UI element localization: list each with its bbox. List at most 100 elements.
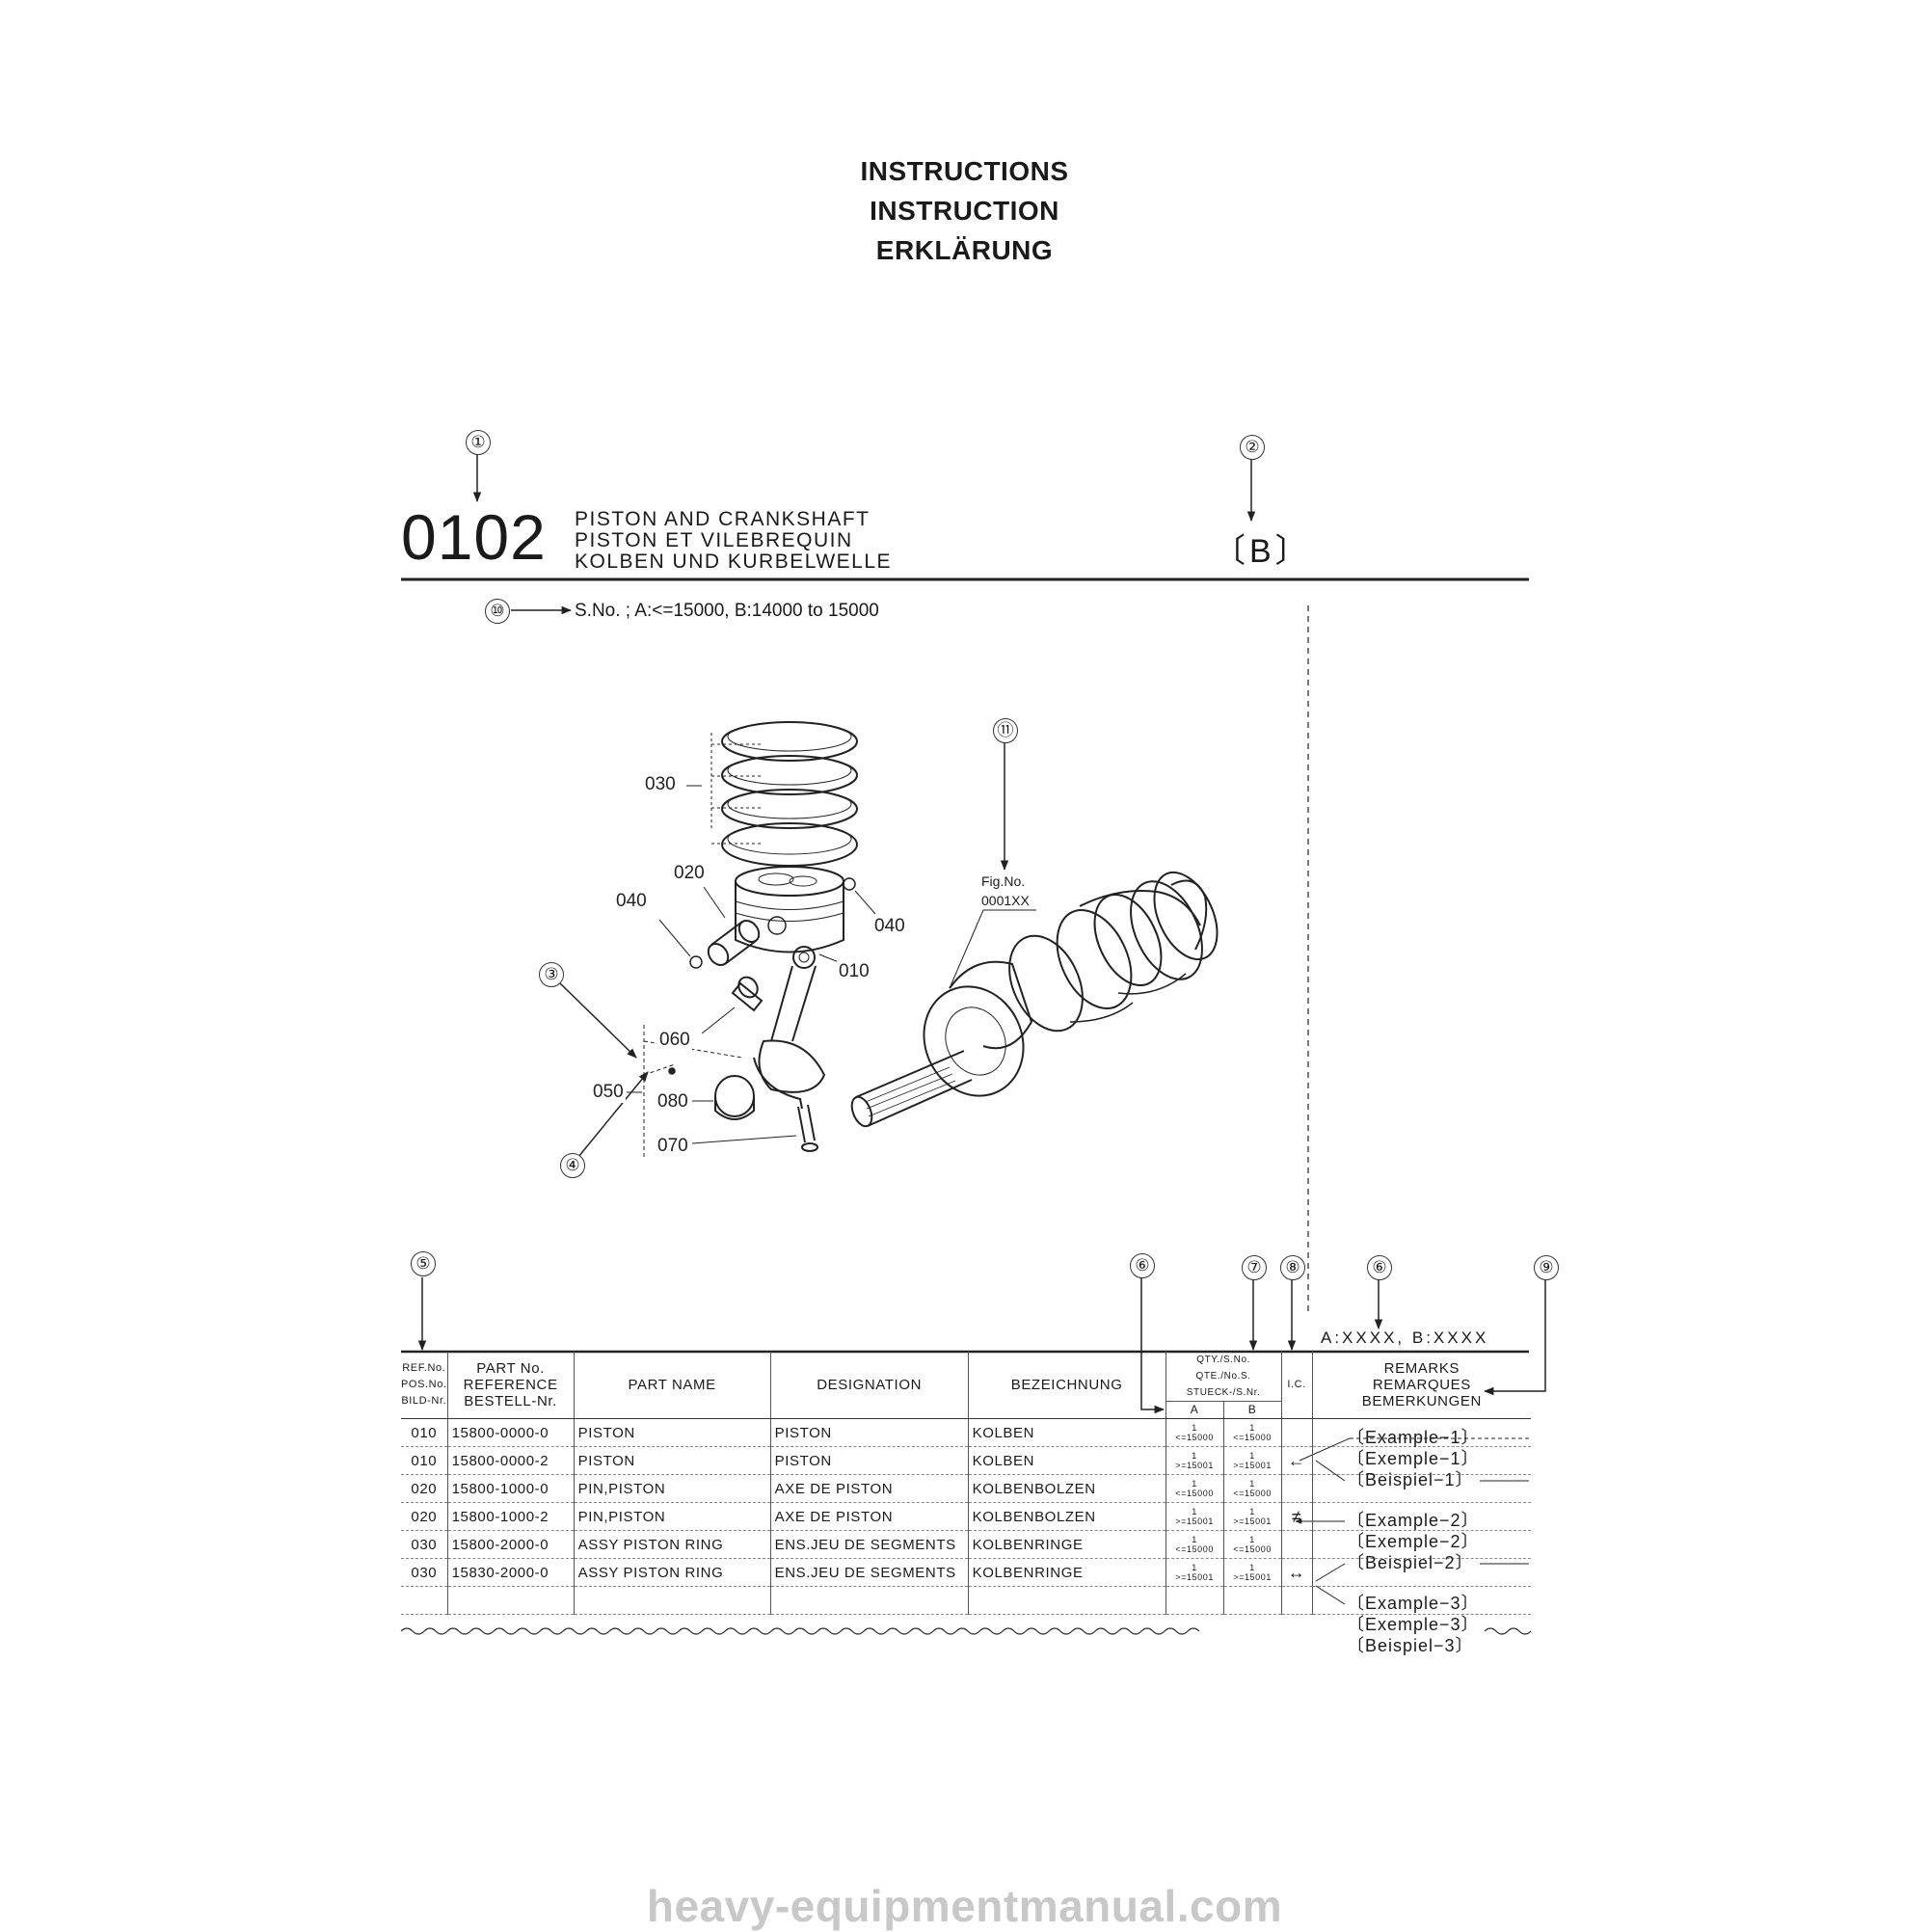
cell-qty-b: 1>=15001 [1223,1446,1282,1475]
cell-qty-a: 1<=15000 [1165,1418,1224,1447]
section-name-english: PISTON AND CRANKSHAFT [575,508,871,530]
cell-ref: 010 [401,1446,448,1475]
cell-part-no [447,1586,575,1615]
cell-qty-a: 1<=15000 [1165,1530,1224,1559]
remark-example-1-en: 〔Example−1〕 [1347,1428,1480,1447]
fig-ref-value: 0001XX [981,893,1030,908]
cell-ref: 030 [401,1558,448,1587]
crankshaft-drawing [850,871,1219,1128]
page-title-french: INSTRUCTION [870,196,1059,226]
callout-10: ⑩ [485,599,510,624]
cell-qty-b: 1>=15001 [1223,1558,1282,1587]
cell-bezeichnung: KOLBENBOLZEN [968,1474,1166,1503]
cell-designation: ENS.JEU DE SEGMENTS [770,1530,969,1559]
piston-rings-drawing [721,721,858,867]
header-ic: I.C. [1281,1352,1313,1419]
wavy-cut-line [400,1627,1200,1635]
cell-designation: AXE DE PISTON [770,1474,969,1503]
callout-3-arrow [559,982,637,1059]
section-variant: 〔B〕 [1213,533,1312,570]
cell-ic [1281,1474,1313,1503]
remark-example-1-fr: 〔Exemple−1〕 [1347,1449,1480,1468]
section-names: PISTON AND CRANKSHAFT PISTON ET VILEBREQ… [575,509,892,573]
cell-ic: ↔ [1281,1558,1313,1587]
cell-ic [1281,1530,1313,1559]
cell-qty-a: 1>=15001 [1165,1446,1224,1475]
header-designation: DESIGNATION [770,1352,969,1419]
cell-qty-a [1165,1586,1224,1615]
remark-example-3-en: 〔Example−3〕 [1347,1594,1480,1613]
remark-example-2-de: 〔Beispiel−2〕 [1347,1553,1474,1572]
header-qty-a: A [1165,1401,1224,1419]
legend-ab: A:XXXX, B:XXXX [1321,1328,1489,1347]
cell-qty-b: 1<=15000 [1223,1418,1282,1447]
cell-part-name: PIN,PISTON [574,1502,771,1531]
section-name-french: PISTON ET VILEBREQUIN [575,529,853,551]
cell-remarks [1312,1558,1532,1587]
cell-designation: AXE DE PISTON [770,1502,969,1531]
cell-qty-a: 1>=15001 [1165,1558,1224,1587]
cell-qty-a: 1<=15000 [1165,1474,1224,1503]
callout-6-left: ⑥ [1130,1253,1155,1278]
part-label-050: 050 [591,1082,626,1103]
callout-4: ④ [560,1153,585,1178]
part-label-040-left: 040 [614,891,649,912]
cell-bezeichnung: KOLBENRINGE [968,1530,1166,1559]
callout-2: ② [1240,435,1265,460]
callout-4-arrow [577,1071,649,1158]
cell-part-no: 15800-2000-0 [447,1530,575,1559]
cell-ref: 020 [401,1502,448,1531]
page-title-english: INSTRUCTIONS [860,156,1069,186]
cell-designation: PISTON [770,1446,969,1475]
serial-note: S.No. ; A:<=15000, B:14000 to 15000 [575,601,879,621]
cell-remarks [1312,1502,1532,1531]
cell-bezeichnung: KOLBEN [968,1446,1166,1475]
piston-drawing [735,866,844,953]
part-label-080: 080 [656,1091,690,1113]
cell-ref: 030 [401,1530,448,1559]
remark-example-2-fr: 〔Exemple−2〕 [1347,1532,1480,1551]
part-label-040-right: 040 [872,916,907,937]
cell-remarks [1312,1446,1532,1475]
watermark: heavy-equipmentmanual.com [646,1881,1283,1931]
remark-example-3-de: 〔Beispiel−3〕 [1347,1636,1474,1655]
cell-ic [1281,1418,1313,1447]
cell-ref: 020 [401,1474,448,1503]
section-code: 0102 [401,501,547,573]
callout-9: ⑨ [1534,1255,1559,1280]
header-ref: REF.No.POS.No.BILD-Nr. [401,1352,448,1419]
cell-remarks [1312,1586,1532,1615]
cell-designation [770,1586,969,1615]
callout-8: ⑧ [1280,1255,1305,1280]
cell-part-no: 15800-1000-0 [447,1474,575,1503]
cell-part-name [574,1586,771,1615]
cell-ic: ≠ [1281,1502,1313,1531]
part-label-020: 020 [672,863,707,884]
part-label-070: 070 [656,1136,690,1157]
cell-part-name: ASSY PISTON RING [574,1558,771,1587]
cell-qty-b: 1>=15001 [1223,1502,1282,1531]
cell-bezeichnung: KOLBENRINGE [968,1558,1166,1587]
parts-table: REF.No.POS.No.BILD-Nr. PART No.REFERENCE… [401,1352,1532,1615]
remark-example-3-fr: 〔Exemple−3〕 [1347,1615,1480,1634]
cell-ref [401,1586,448,1615]
remark-example-1-de: 〔Beispiel−1〕 [1347,1470,1474,1489]
section-name-german: KOLBEN UND KURBELWELLE [575,550,893,573]
cell-part-name: PISTON [574,1418,771,1447]
cell-ic: ← [1281,1446,1313,1475]
remark-example-2-en: 〔Example−2〕 [1347,1511,1480,1530]
cell-part-name: ASSY PISTON RING [574,1530,771,1559]
header-qty-b: B [1223,1401,1282,1419]
header-part-name: PART NAME [574,1352,771,1419]
cell-qty-b [1223,1586,1282,1615]
cell-part-no: 15800-1000-2 [447,1502,575,1531]
cell-part-no: 15800-0000-0 [447,1418,575,1447]
cell-part-name: PIN,PISTON [574,1474,771,1503]
